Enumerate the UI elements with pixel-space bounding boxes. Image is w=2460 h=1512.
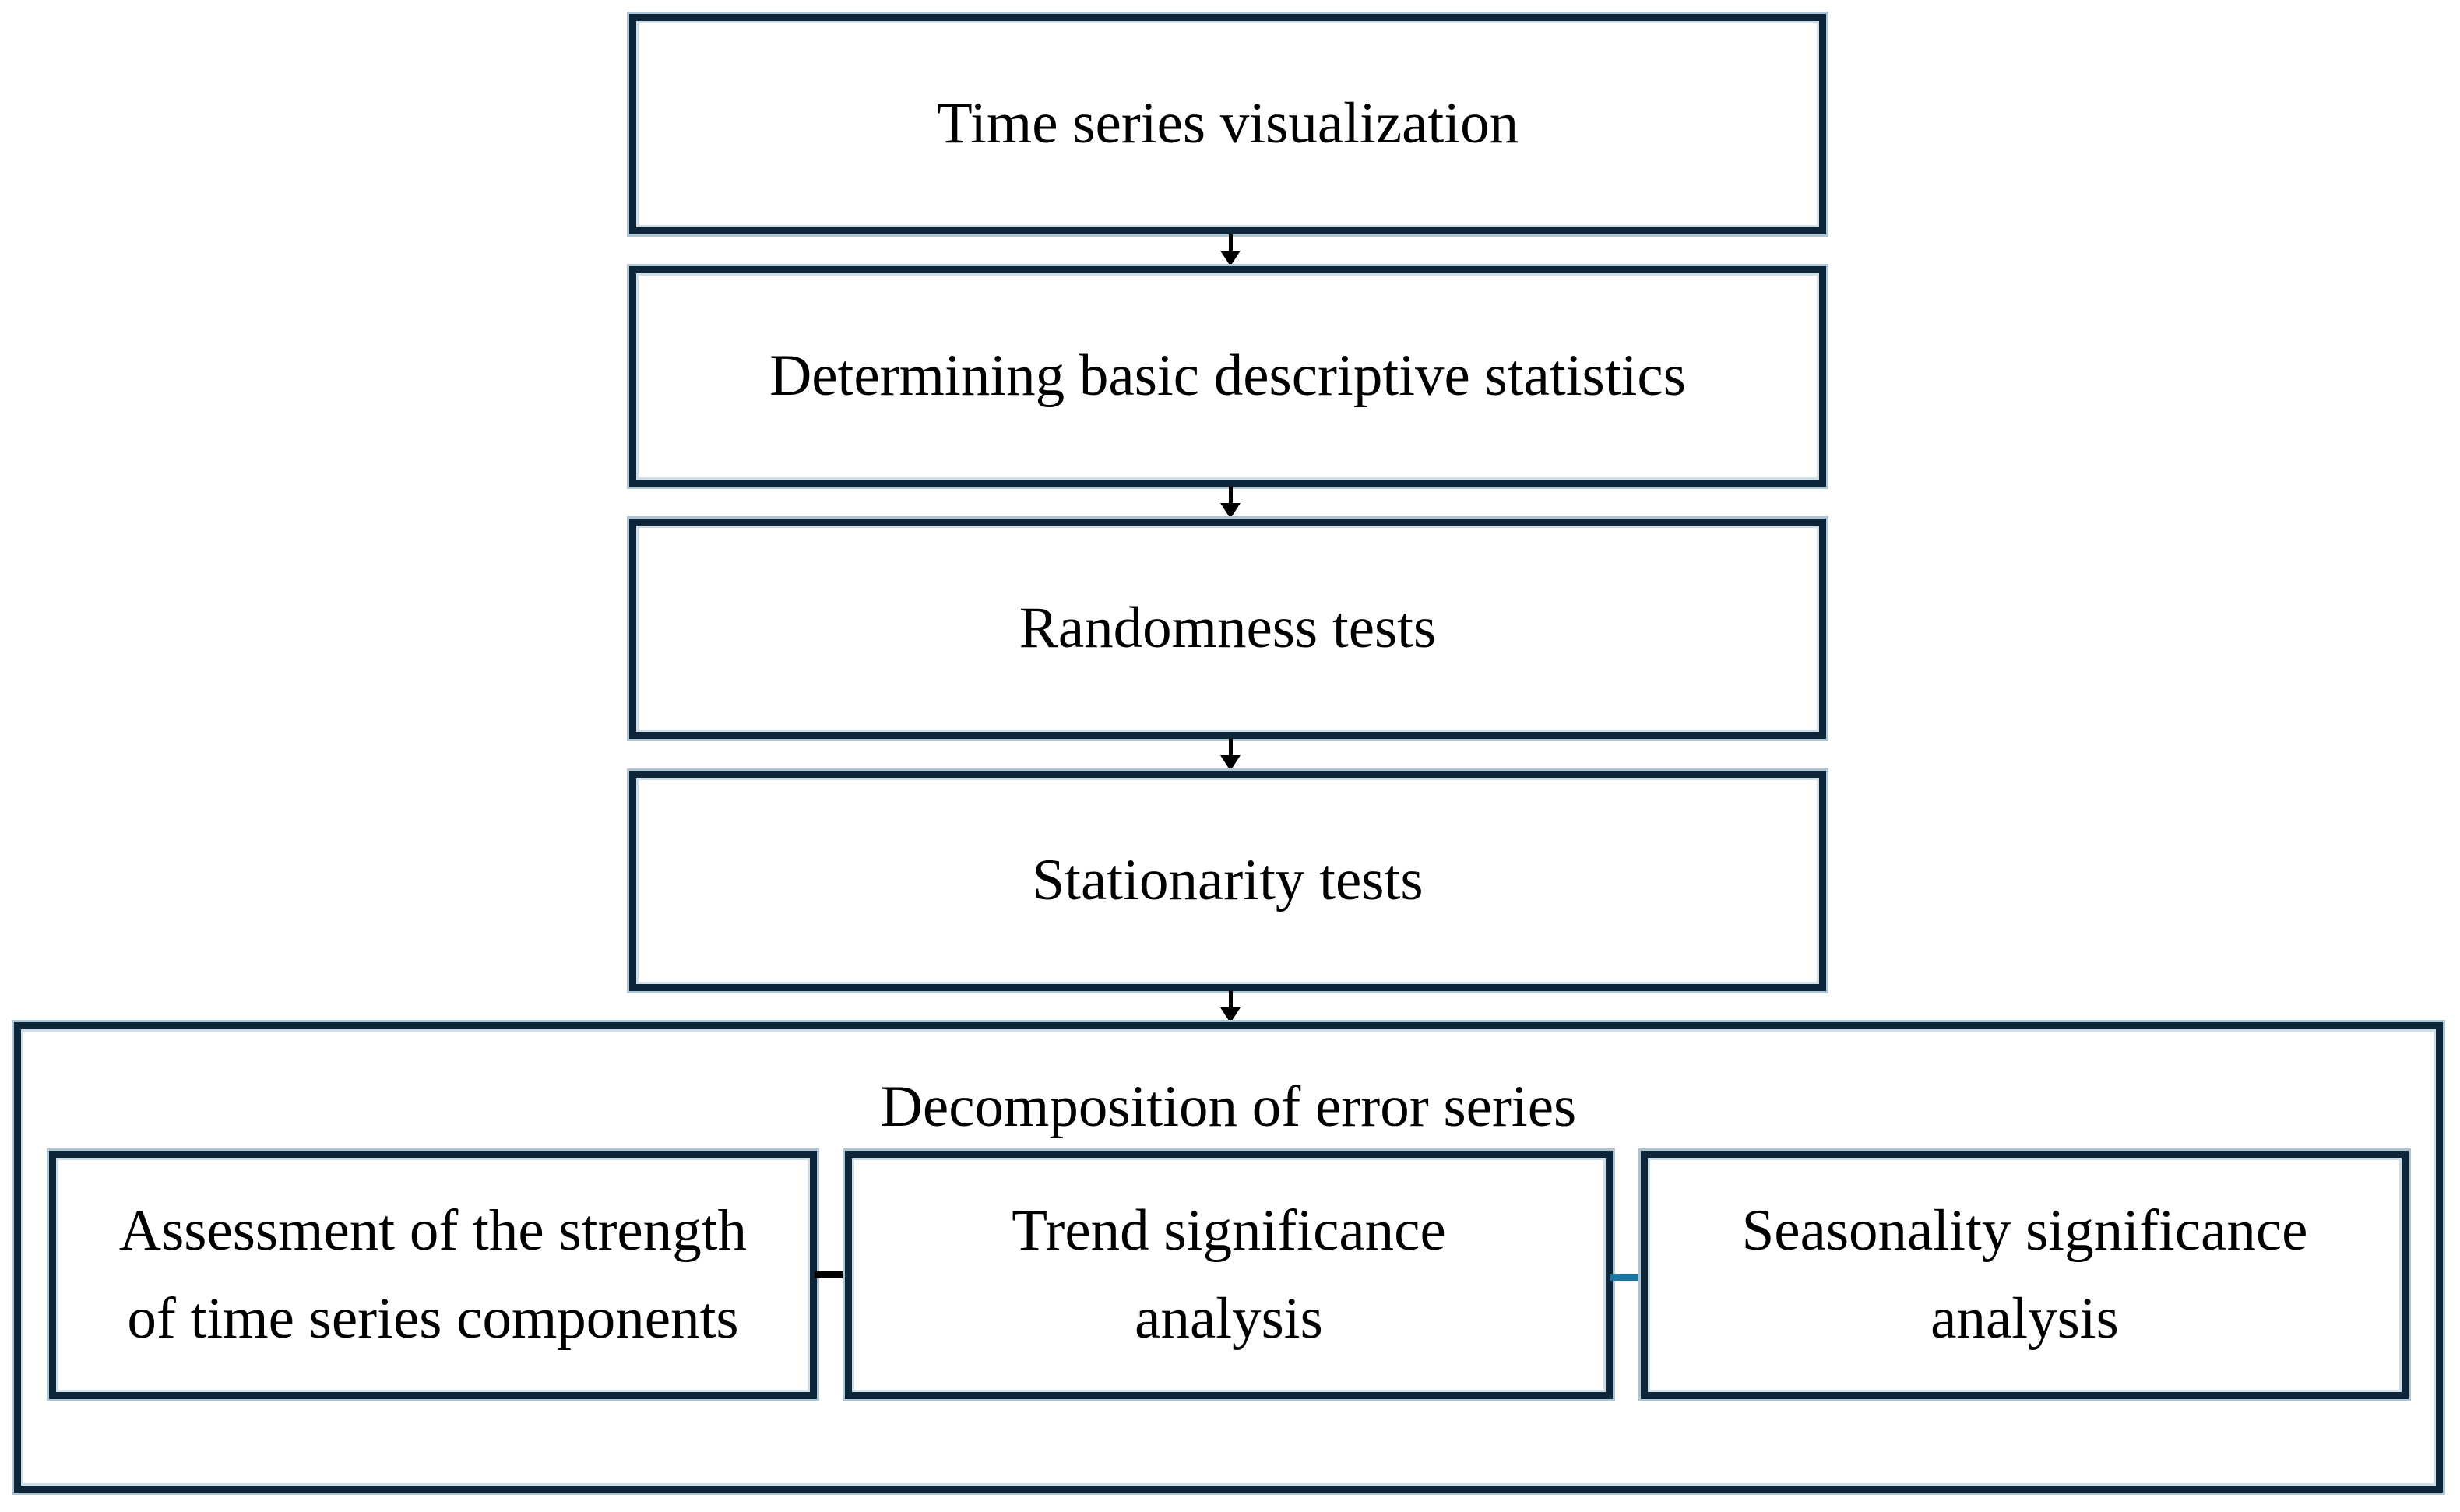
arrow-shaft: [1228, 739, 1233, 757]
arrow-head: [1220, 251, 1241, 266]
arrow-head: [1220, 503, 1241, 519]
arrow-shaft: [1228, 991, 1233, 1009]
container-title: Decomposition of error series: [880, 1074, 1577, 1139]
arrow-head: [1220, 1007, 1241, 1023]
arrow-down-icon: [1218, 487, 1243, 519]
box-label: Assessment of the strength of time serie…: [118, 1198, 748, 1351]
box-stationarity-tests: Stationarity tests: [629, 771, 1826, 991]
arrow-shaft: [1228, 487, 1233, 505]
box-time-series-visualization: Time series visualization: [629, 14, 1826, 234]
connector-line-black: [815, 1271, 847, 1278]
arrow-down-icon: [1218, 991, 1243, 1023]
box-trend-significance-analysis: Trend significance analysis: [845, 1151, 1613, 1399]
arrow-down-icon: [1218, 739, 1243, 771]
box-label: Trend significance analysis: [1012, 1198, 1446, 1351]
arrow-shaft: [1228, 234, 1233, 252]
box-determining-basic-descriptive-statistics: Determining basic descriptive statistics: [629, 266, 1826, 487]
box-randomness-tests: Randomness tests: [629, 519, 1826, 739]
box-seasonality-significance-analysis: Seasonality significance analysis: [1641, 1151, 2409, 1399]
decomposition-container: Decomposition of error series Assessment…: [14, 1022, 2443, 1493]
box-label: Time series visualization: [936, 91, 1519, 156]
box-label: Randomness tests: [1019, 596, 1437, 661]
box-label: Determining basic descriptive statistics: [769, 343, 1686, 409]
box-label: Seasonality significance analysis: [1741, 1198, 2308, 1351]
arrow-down-icon: [1218, 234, 1243, 266]
connector-line-teal: [1610, 1274, 1643, 1281]
box-assessment-of-strength: Assessment of the strength of time serie…: [49, 1151, 817, 1399]
box-label: Stationarity tests: [1032, 848, 1424, 913]
arrow-head: [1220, 755, 1241, 771]
